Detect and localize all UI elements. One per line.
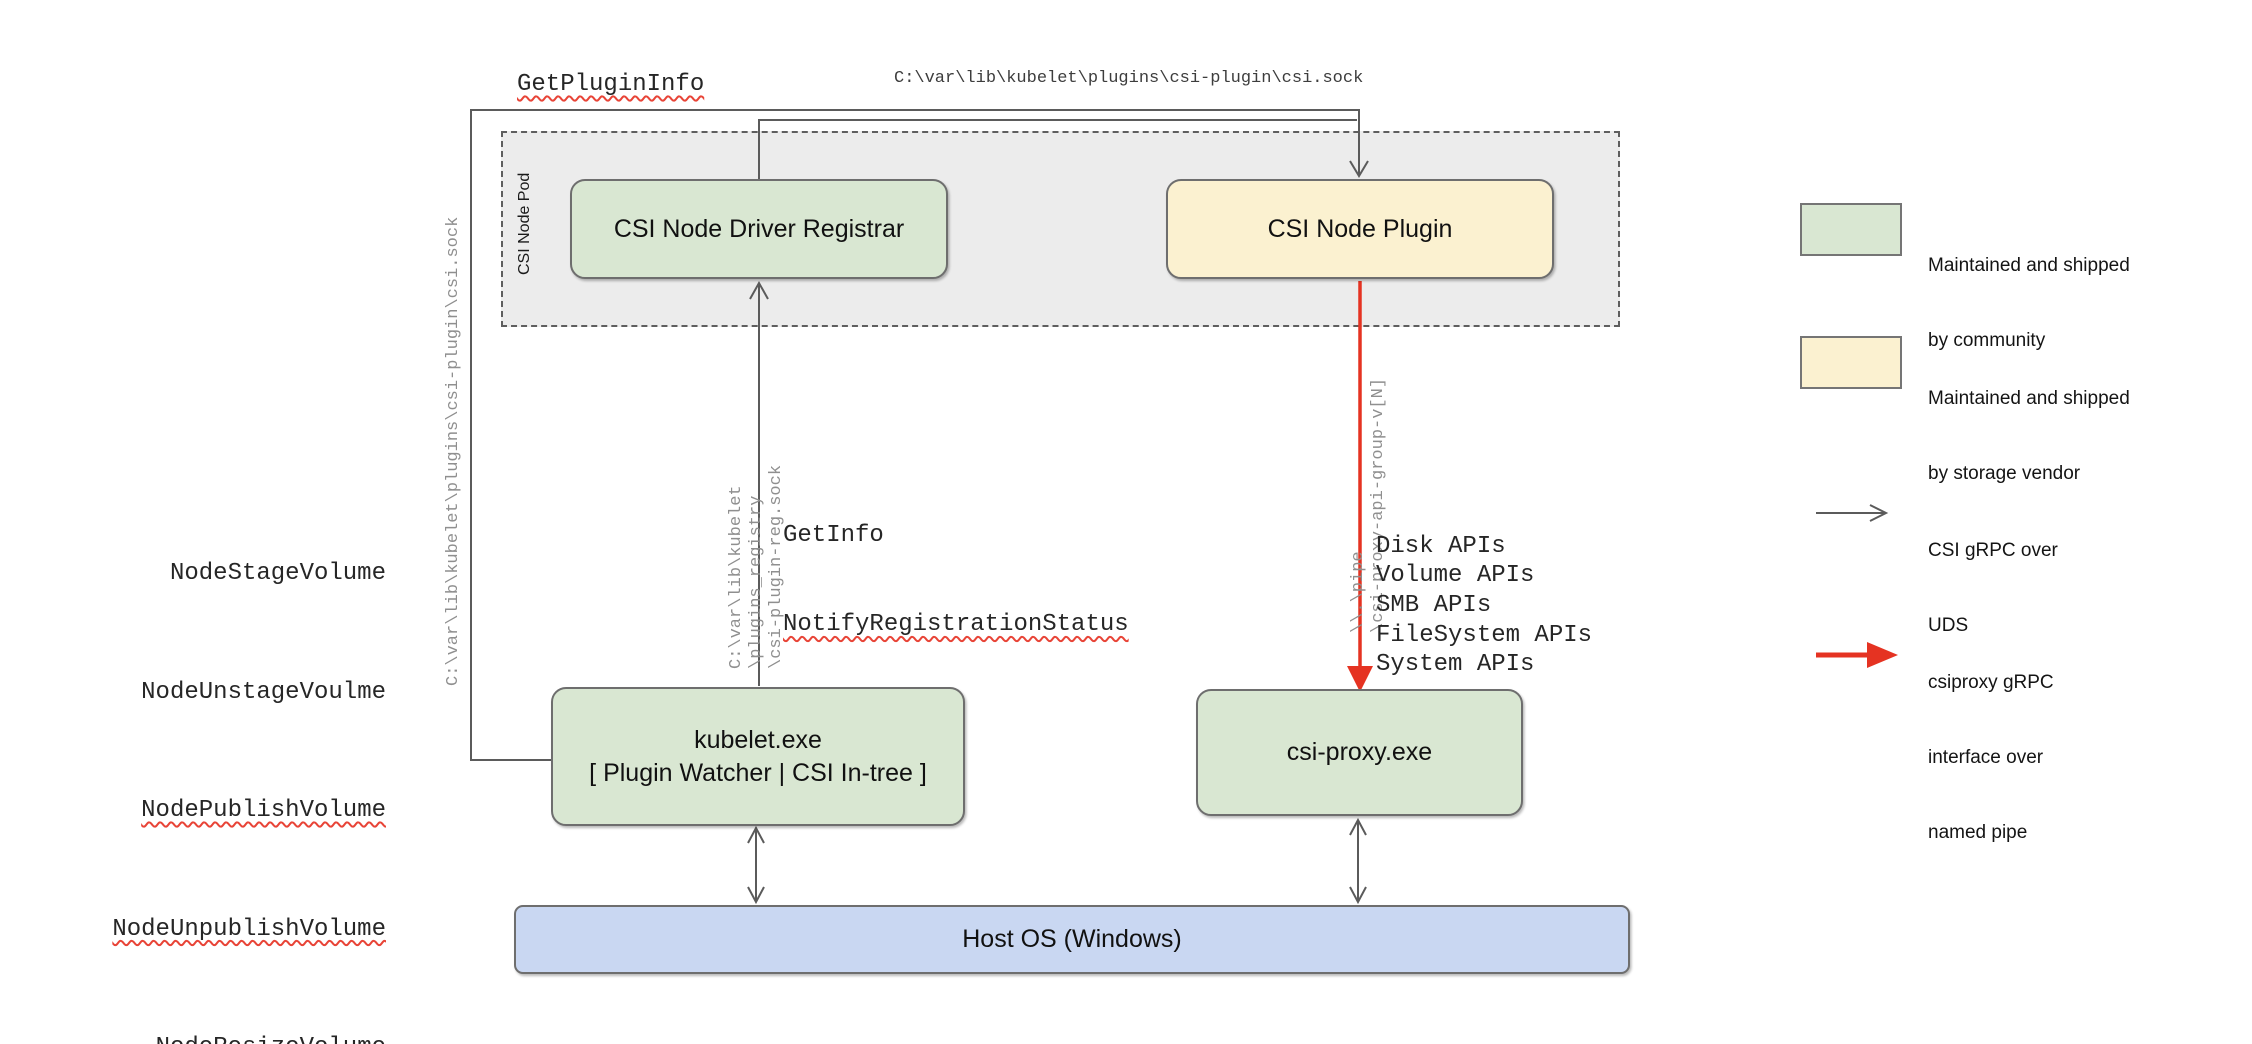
kubelet-csi-socket-path-vertical: C:\var\lib\kubelet\plugins\csi-plugin\cs… [444, 216, 463, 686]
csiproxy-red-arrowhead [1347, 666, 1373, 692]
legend-pipe-line3: named pipe [1928, 822, 2028, 843]
proxy-api-item: SMB APIs [1376, 591, 1492, 619]
csi-node-plugin-box: CSI Node Plugin [1166, 179, 1554, 279]
named-pipe-path-vertical: \\.\pipe\csi-proxy-api-group-v[N] [1292, 378, 1389, 633]
kubelet-box: kubelet.exe [ Plugin Watcher | CSI In-tr… [551, 687, 965, 826]
legend-uds-text: CSI gRPC over UDS [1928, 488, 2058, 688]
path-line: \plugins_registry [747, 495, 766, 669]
legend-vendor-swatch [1800, 336, 1902, 389]
legend-pipe-line1: csiproxy gRPC [1928, 672, 2054, 693]
legend-uds-line1: CSI gRPC over [1928, 540, 2058, 561]
proxy-api-item: Disk APIs [1376, 532, 1506, 560]
csi-proxy-box: csi-proxy.exe [1196, 689, 1523, 816]
legend-pipe-line2: interface over [1928, 747, 2044, 768]
legend-vendor-line1: Maintained and shipped [1928, 388, 2130, 409]
node-rpc-call: NodePublishVolume [141, 797, 386, 825]
plugin-arrowhead [1349, 160, 1369, 178]
kubelet-label-line2: [ Plugin Watcher | CSI In-tree ] [589, 758, 927, 787]
notify-registration-status-label: NotifyRegistrationStatus [783, 611, 1129, 639]
legend-vendor-line2: by storage vendor [1928, 463, 2081, 484]
get-info-label: GetInfo [783, 522, 884, 550]
legend-community-swatch [1800, 203, 1902, 256]
proxy-api-item: System APIs [1376, 651, 1535, 679]
node-rpc-call: NodeUnstageVoulme [141, 678, 386, 706]
registrar-to-plugin-uds-line [758, 119, 1357, 180]
node-rpc-call: NodeUnpublishVolume [112, 915, 386, 943]
csi-proxy-label: csi-proxy.exe [1286, 738, 1433, 766]
kubelet-hostos-arrowhead-up [747, 825, 765, 844]
csi-node-driver-registrar-box: CSI Node Driver Registrar [570, 179, 948, 279]
kubelet-csi-socket-path-top: C:\var\lib\kubelet\plugins\csi-plugin\cs… [894, 69, 1364, 88]
node-rpc-call-list: NodeStageVolume NodeUnstageVoulme NodePu… [96, 441, 386, 1044]
legend-community-line2: by community [1928, 330, 2046, 351]
host-os-bar: Host OS (Windows) [514, 905, 1630, 974]
host-os-label: Host OS (Windows) [962, 925, 1182, 953]
proxy-api-item: Volume APIs [1376, 562, 1535, 590]
legend-red-arrowhead [1867, 642, 1898, 668]
csi-node-pod-label: CSI Node Pod [516, 172, 533, 275]
registration-socket-path-vertical: C:\var\lib\kubelet\plugins_registry\csi-… [670, 465, 787, 669]
kubelet-to-plugin-uds-line [470, 109, 1360, 761]
kubelet-hostos-arrowhead-down [747, 886, 765, 905]
node-rpc-call: NodeResizeVolume [96, 1033, 386, 1044]
legend-vendor-text: Maintained and shipped by storage vendor [1928, 336, 2130, 536]
get-plugin-info-label: GetPluginInfo [517, 71, 705, 98]
csiproxy-hostos-arrowhead-down [1349, 886, 1367, 905]
legend-pipe-text: csiproxy gRPC interface over named pipe [1928, 620, 2054, 895]
registration-calls: GetInfo NotifyRegistrationStatus [783, 462, 1129, 700]
proxy-api-item: FileSystem APIs [1376, 621, 1593, 649]
legend-uds-line2: UDS [1928, 615, 1969, 636]
csiproxy-hostos-arrowhead-up [1349, 817, 1367, 836]
legend-community-line1: Maintained and shipped [1928, 255, 2130, 276]
kubelet-label-line1: kubelet.exe [694, 725, 822, 754]
registrar-arrowhead [749, 280, 769, 300]
legend-community-text: Maintained and shipped by community [1928, 203, 2130, 403]
plugin-label: CSI Node Plugin [1267, 214, 1453, 243]
legend-uds-arrowhead [1869, 504, 1889, 522]
registrar-label: CSI Node Driver Registrar [613, 214, 905, 243]
path-line: \\.\pipe [1349, 551, 1368, 633]
node-rpc-call: NodeStageVolume [169, 560, 386, 588]
path-line: C:\var\lib\kubelet [727, 485, 746, 669]
